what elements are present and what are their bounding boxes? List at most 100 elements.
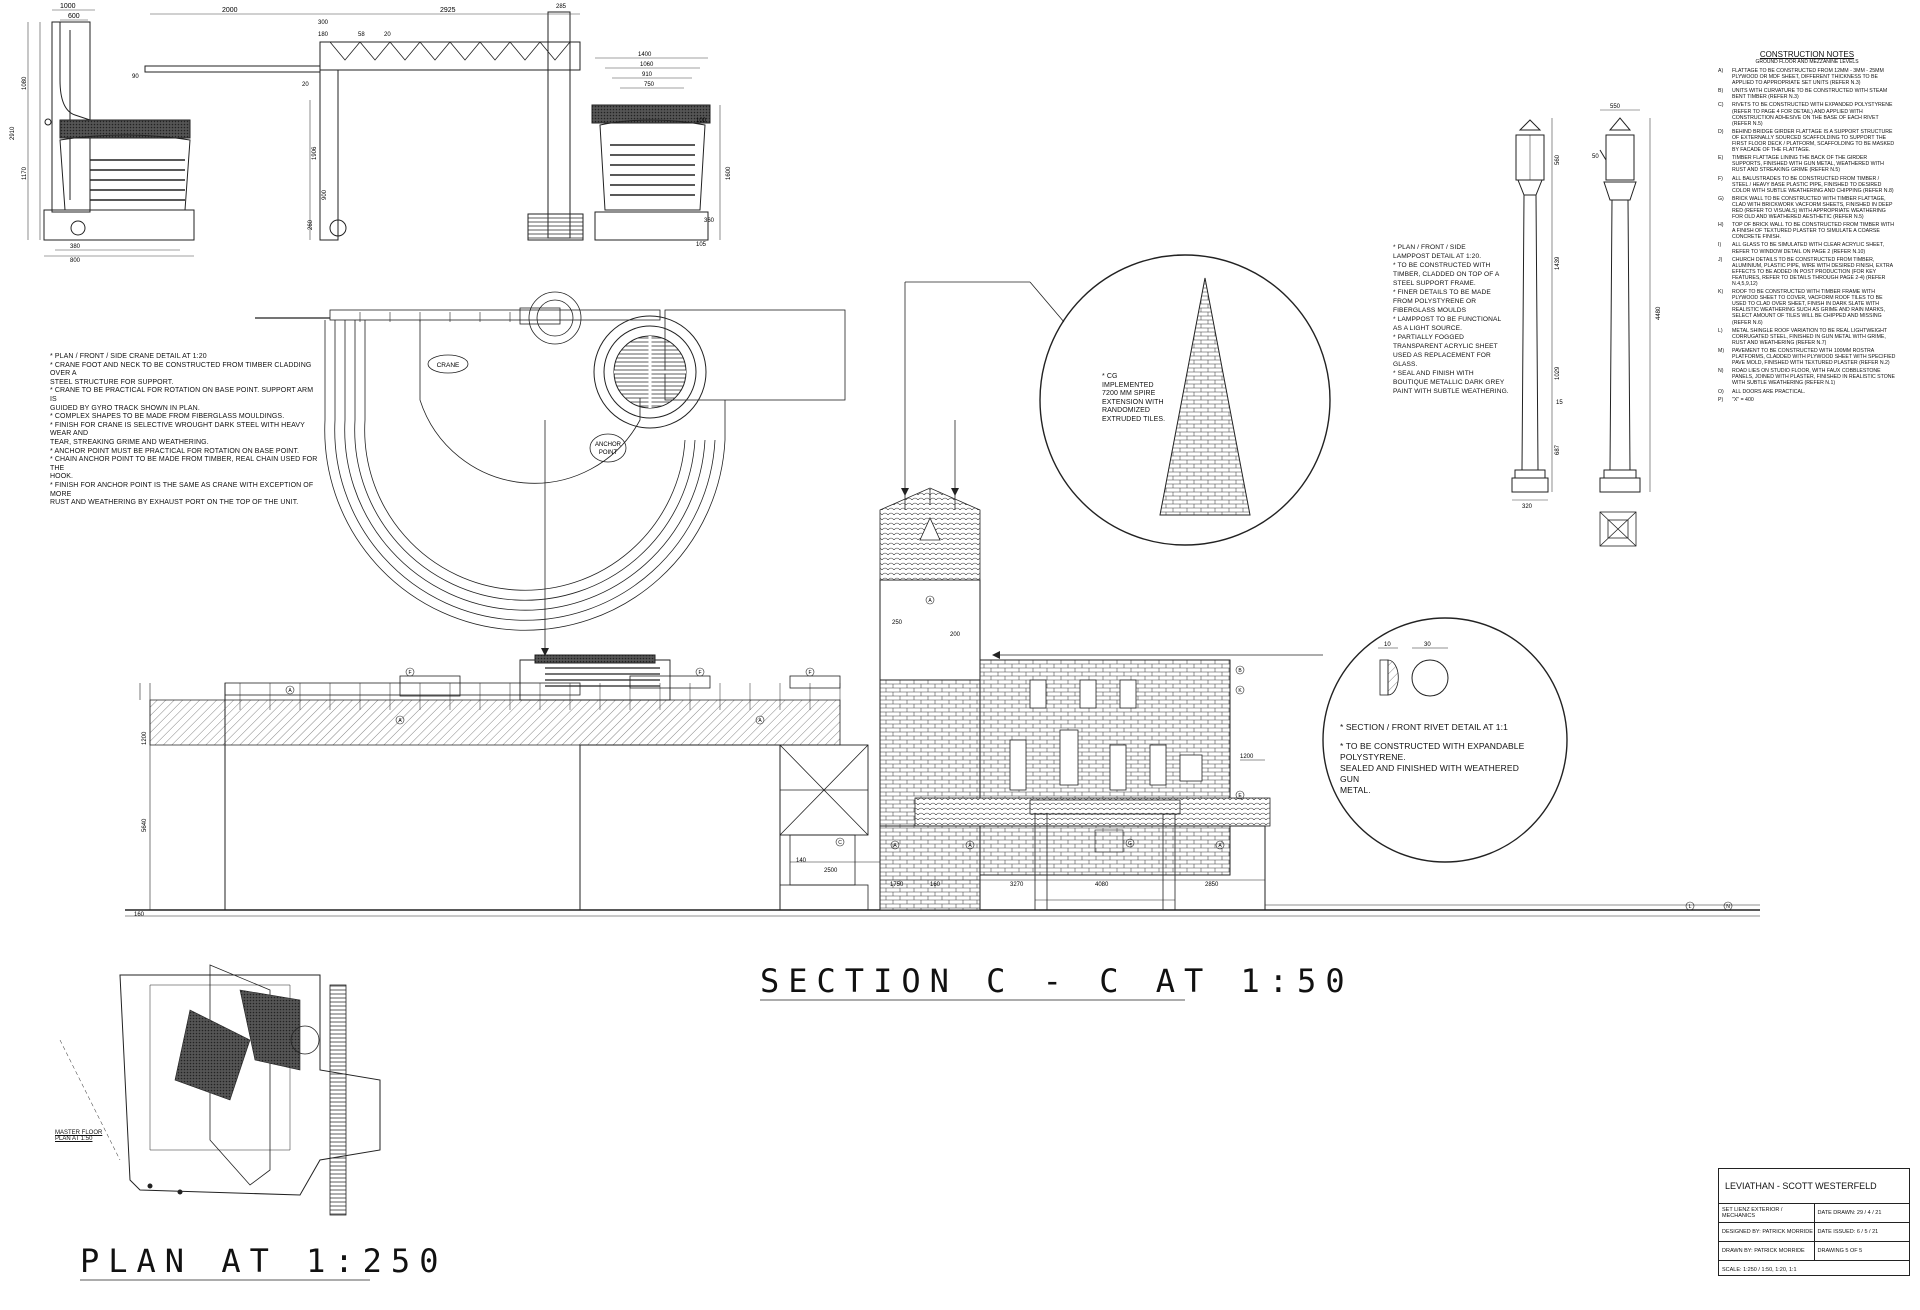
lamp-note-line: STEEL SUPPORT FRAME.	[1393, 280, 1476, 287]
spire-note-line: EXTRUDED TILES.	[1102, 415, 1166, 423]
ref-g: G	[1128, 841, 1132, 847]
note-text: ROOF TO BE CONSTRUCTED WITH TIMBER FRAME…	[1732, 289, 1885, 326]
lamp-note-line: * PLAN / FRONT / SIDE	[1393, 244, 1466, 251]
rivet-notes: * SECTION / FRONT RIVET DETAIL AT 1:1 * …	[1340, 722, 1540, 796]
sec-dim-5640: 5640	[142, 818, 148, 832]
anchor-point-label-ellipse	[589, 433, 627, 463]
ref-f-2: F	[698, 670, 701, 676]
construction-note: L) METAL SHINGLE ROOF VARIATION TO BE REA…	[1718, 328, 1896, 346]
note-text: CHURCH DETAILS TO BE CONSTRUCTED FROM TI…	[1732, 256, 1893, 287]
construction-note: D)BEHIND BRIDGE GIRDER FLATTAGE IS A SUP…	[1718, 129, 1896, 153]
construction-note: M)PAVEMENT TO BE CONSTRUCTED WITH 100MM …	[1718, 348, 1896, 366]
dim-910: 910	[642, 72, 653, 78]
note-text: TOP OF BRICK WALL TO BE CONSTRUCTED FROM…	[1732, 222, 1894, 241]
note-text: FLATTAGE TO BE CONSTRUCTED FROM 12MM - 3…	[1732, 68, 1884, 87]
lamp-dim-687: 687	[1555, 444, 1561, 455]
construction-note: G)BRICK WALL TO BE CONSTRUCTED WITH TIMB…	[1718, 196, 1896, 220]
lamp-note-line: FIBERGLASS MOULDS	[1393, 307, 1467, 314]
lamppost-side	[1599, 117, 1641, 493]
note-letter: J)	[1718, 256, 1723, 263]
note-letter: L)	[1718, 327, 1723, 334]
construction-note: A) FLATTAGE TO BE CONSTRUCTED FROM 12MM -…	[1718, 68, 1896, 86]
crane-label: CRANE	[437, 362, 460, 369]
lamp-dim-15: 15	[1556, 400, 1563, 406]
dim-1600: 1600	[726, 166, 732, 180]
ref-f-1: F	[408, 670, 411, 676]
lamppost-front	[1511, 119, 1549, 493]
dim-180: 180	[318, 32, 329, 38]
lamppost-dimension-lines	[1512, 109, 1651, 501]
spire-note-line: 7200 MM SPIRE	[1102, 390, 1156, 398]
dim-600: 600	[68, 13, 80, 20]
ref-l: L	[1689, 904, 1692, 910]
lamp-note-line: TIMBER, CLADDED ON TOP OF A	[1393, 271, 1500, 278]
lamp-note-line: PAINT WITH SUBTLE WEATHERING.	[1393, 388, 1509, 395]
note-text: METAL SHINGLE ROOF VARIATION TO BE REAL …	[1732, 327, 1887, 346]
crane-note-line: TEAR, STREAKING GRIME AND WEATHERING.	[50, 438, 209, 446]
anchor-point-plan	[593, 315, 707, 429]
section-reference-markers	[285, 595, 1733, 911]
note-letter: F)	[1718, 175, 1723, 182]
construction-note: F)ALL BALUSTRADES TO BE CONSTRUCTED FROM…	[1718, 176, 1896, 194]
sec-dim-1200: 1200	[142, 731, 148, 745]
master-floor-line-1: MASTER FLOOR	[55, 1130, 103, 1136]
sec-dim-3270: 3270	[1010, 882, 1024, 888]
crane-front-view	[43, 21, 195, 241]
rivet-note-line: POLYSTYRENE.	[1340, 752, 1406, 762]
title-block-project: LEVIATHAN - SCOTT WESTERFELD	[1719, 1169, 1909, 1204]
ref-e: E	[1238, 793, 1242, 799]
note-letter: P)	[1718, 396, 1724, 403]
sec-dim-160: 160	[134, 912, 145, 918]
dim-2925: 2925	[440, 7, 456, 14]
lamp-note-line: AS A LIGHT SOURCE.	[1393, 325, 1463, 332]
crane-note-line: HOOK.	[50, 473, 74, 481]
note-letter: N)	[1718, 368, 1724, 375]
section-c-c	[125, 487, 1760, 917]
title-block-row: DRAWN BY: PATRICK MORRIDE DRAWING 5 OF 5	[1719, 1242, 1909, 1261]
construction-note: B) UNITS WITH CURVATURE TO BE CONSTRUCTED…	[1718, 88, 1896, 100]
lamp-note-line: * TO BE CONSTRUCTED WITH	[1393, 262, 1491, 269]
lamp-dim-1029: 1029	[1555, 366, 1561, 380]
ref-b: B	[1238, 668, 1242, 674]
rivet-note-line: SEALED AND FINISHED WITH WEATHERED GUN	[1340, 763, 1519, 784]
lamp-note-line: * SEAL AND FINISH WITH	[1393, 370, 1474, 377]
ref-f-3: F	[808, 670, 811, 676]
note-letter: A)	[1718, 68, 1724, 74]
rivet-note-line: * SECTION / FRONT RIVET DETAIL AT 1:1	[1340, 722, 1508, 732]
crane-note-line: * FINISH FOR ANCHOR POINT IS THE SAME AS…	[50, 481, 314, 498]
note-text: UNITS WITH CURVATURE TO BE CONSTRUCTED W…	[1732, 88, 1888, 101]
rivet-note-line: METAL.	[1340, 785, 1371, 795]
rivet-note-line	[1340, 733, 1540, 741]
lamp-note-line: BOUTIQUE METALLIC DARK GREY	[1393, 379, 1505, 386]
dim-2910: 2910	[10, 126, 16, 140]
crane-plan-view	[255, 291, 846, 631]
plan-title: PLAN AT 1:250	[80, 1242, 448, 1280]
dim-300: 300	[318, 20, 329, 26]
note-text: RIVETS TO BE CONSTRUCTED WITH EXPANDED P…	[1732, 102, 1893, 127]
note-text: "X" = 400	[1732, 396, 1754, 403]
crane-note-line: * CRANE TO BE PRACTICAL FOR ROTATION ON …	[50, 387, 314, 403]
lamp-note-line: TRANSPARENT ACRYLIC SHEET	[1393, 343, 1498, 350]
note-text: ALL GLASS TO BE SIMULATED WITH CLEAR ACR…	[1732, 242, 1884, 255]
crane-label-ellipse	[427, 354, 469, 374]
ref-a-1: A	[288, 688, 292, 694]
lamp-note-line: USED AS REPLACEMENT FOR	[1393, 352, 1491, 359]
crane-note-line: * CRANE FOOT AND NECK TO BE CONSTRUCTED …	[50, 361, 312, 378]
crane-note-line: * ANCHOR POINT MUST BE PRACTICAL FOR ROT…	[50, 447, 300, 455]
dim-90: 90	[132, 74, 139, 80]
lamp-dim-50: 50	[1592, 154, 1599, 160]
ref-a-7: A	[928, 598, 932, 604]
anchor-point-front-view	[591, 104, 711, 241]
dim-20: 20	[384, 32, 391, 38]
note-letter: B)	[1718, 88, 1724, 95]
sec-dim-160b: 160	[930, 882, 941, 888]
dim-750: 750	[644, 82, 655, 88]
spire-note-line: IMPLEMENTED	[1102, 381, 1154, 389]
lamp-dim-4480: 4480	[1656, 306, 1662, 320]
ref-a-6: A	[1218, 843, 1222, 849]
construction-notes: CONSTRUCTION NOTES GROUND FLOOR AND MEZZ…	[1718, 50, 1896, 405]
ref-c: C	[838, 840, 842, 846]
section-title: SECTION C - C AT 1:50	[760, 962, 1354, 1000]
title-block: LEVIATHAN - SCOTT WESTERFELD SET LIENZ E…	[1718, 1168, 1910, 1276]
title-block-date-issued: DATE ISSUED: 6 / 5 / 21	[1813, 1223, 1910, 1241]
